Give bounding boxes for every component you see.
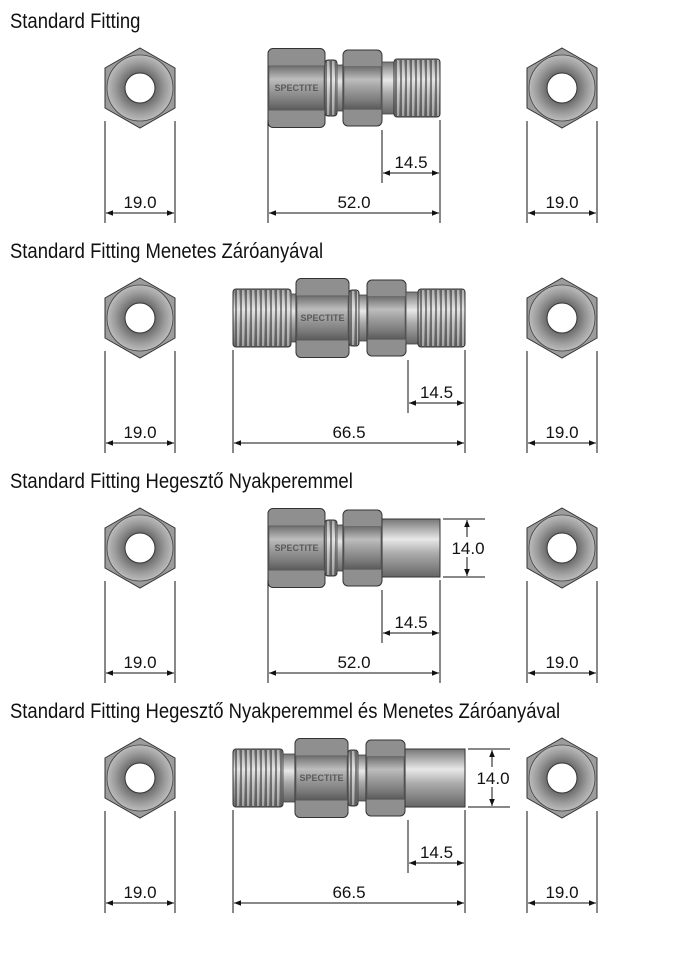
nut: SPECTITE (295, 278, 350, 358)
bore-hole (124, 302, 156, 334)
end-view-right (526, 737, 598, 819)
dimension-value: 19.0 (123, 423, 156, 442)
dimension-value: 52.0 (337, 193, 370, 212)
side-view: SPECTITE (267, 508, 441, 588)
dimension-value: 14.0 (451, 539, 484, 558)
section-3: Standard Fitting Hegesztő Nyakperemmel 19… (10, 470, 598, 683)
end-view-left (104, 737, 176, 819)
neck (336, 524, 344, 572)
section-title: Standard Fitting Hegesztő Nyakperemmel (10, 470, 353, 493)
neck (336, 64, 344, 112)
thread-length: 14.5 (383, 613, 439, 636)
hex-width-left: 19.0 (106, 883, 174, 906)
hex-width-left: 19.0 (106, 193, 174, 216)
nut (366, 279, 407, 357)
thread (232, 748, 284, 808)
dimension-value: 19.0 (545, 193, 578, 212)
bore-hole (546, 532, 578, 564)
hex-width-right: 19.0 (528, 883, 596, 906)
bore-hole (124, 72, 156, 104)
dimension-value: 14.5 (394, 613, 427, 632)
section-4: Standard Fitting Hegesztő Nyakperemmel é… (10, 700, 598, 913)
neck (282, 753, 296, 803)
total-length: 52.0 (269, 653, 439, 676)
dimension-value: 14.5 (394, 153, 427, 172)
hex-width-right: 19.0 (528, 653, 596, 676)
thread-length: 14.5 (383, 153, 439, 176)
bore-hole (124, 532, 156, 564)
nut: SPECTITE (294, 738, 349, 818)
side-view: SPECTITE (232, 278, 466, 358)
hex-width-right: 19.0 (528, 193, 596, 216)
nut (342, 509, 383, 587)
dimension-value: 66.5 (332, 883, 365, 902)
bore-hole (546, 762, 578, 794)
dimension-value: 14.0 (476, 769, 509, 788)
bore-hole (124, 762, 156, 794)
thread (324, 59, 338, 117)
neck (381, 61, 395, 115)
thread (232, 288, 292, 348)
thread (348, 289, 360, 347)
end-view-left (104, 47, 176, 129)
dimension-value: 66.5 (332, 423, 365, 442)
hex-width-left: 19.0 (106, 653, 174, 676)
brand-logo: SPECTITE (299, 773, 343, 783)
dimension-value: 14.5 (420, 383, 453, 402)
end-view-right (526, 507, 598, 589)
section-title: Standard Fitting (10, 10, 140, 33)
side-view: SPECTITE (232, 738, 466, 818)
nut (365, 739, 406, 817)
thread-length: 14.5 (409, 843, 464, 866)
end-view-left (104, 277, 176, 359)
hex-width-right: 19.0 (528, 423, 596, 446)
nut: SPECTITE (267, 508, 326, 588)
section-2: Standard Fitting Menetes Záróanyával 19.0… (10, 240, 598, 453)
end-view-right (526, 277, 598, 359)
dimension-value: 19.0 (545, 653, 578, 672)
thread (347, 749, 359, 807)
neck (357, 754, 367, 802)
neck (405, 291, 419, 345)
weld-tube (381, 518, 441, 578)
brand-logo: SPECTITE (274, 543, 318, 553)
weld-tube (404, 748, 466, 808)
total-length: 66.5 (234, 423, 464, 446)
thread (393, 58, 441, 118)
brand-logo: SPECTITE (274, 83, 318, 93)
brand-logo: SPECTITE (300, 313, 344, 323)
tube-diameter: 14.0 (468, 748, 510, 808)
dimension-value: 19.0 (123, 883, 156, 902)
bore-hole (546, 302, 578, 334)
end-view-right (526, 47, 598, 129)
side-view: SPECTITE (267, 48, 441, 128)
neck (358, 294, 368, 342)
end-view-left (104, 507, 176, 589)
thread-length: 14.5 (409, 383, 464, 406)
section-title: Standard Fitting Menetes Záróanyával (10, 240, 323, 263)
total-length: 52.0 (269, 193, 439, 216)
dimension-value: 52.0 (337, 653, 370, 672)
section-1: Standard Fitting 19.0 19.0 SPECTITE 14.5 52.0 (10, 10, 598, 223)
nut (342, 49, 383, 127)
bore-hole (546, 72, 578, 104)
hex-width-left: 19.0 (106, 423, 174, 446)
dimension-value: 14.5 (420, 843, 453, 862)
section-title: Standard Fitting Hegesztő Nyakperemmel é… (10, 700, 560, 723)
dimension-value: 19.0 (123, 653, 156, 672)
dimension-value: 19.0 (545, 883, 578, 902)
nut: SPECTITE (267, 48, 326, 128)
tube-diameter: 14.0 (443, 518, 485, 578)
dimension-value: 19.0 (123, 193, 156, 212)
thread (417, 288, 466, 348)
dimension-value: 19.0 (545, 423, 578, 442)
total-length: 66.5 (234, 883, 464, 906)
thread (324, 519, 338, 577)
